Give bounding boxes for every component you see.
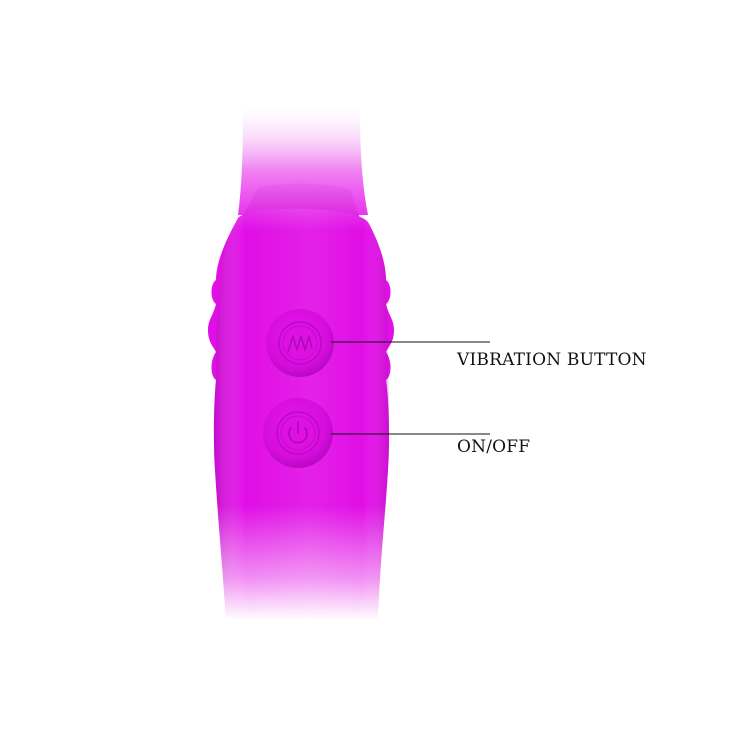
power-button-label: ON/OFF	[457, 437, 531, 457]
vibration-button-ring	[278, 321, 322, 365]
vibration-button[interactable]	[266, 309, 334, 377]
power-icon	[288, 421, 308, 444]
power-button[interactable]	[263, 398, 333, 468]
vibration-button-inner-ring	[282, 325, 318, 361]
top-fade	[230, 100, 380, 170]
vibration-button-label: VIBRATION BUTTON	[457, 350, 647, 370]
power-button-inner-ring	[280, 415, 316, 451]
vibration-wave-icon	[287, 335, 313, 353]
